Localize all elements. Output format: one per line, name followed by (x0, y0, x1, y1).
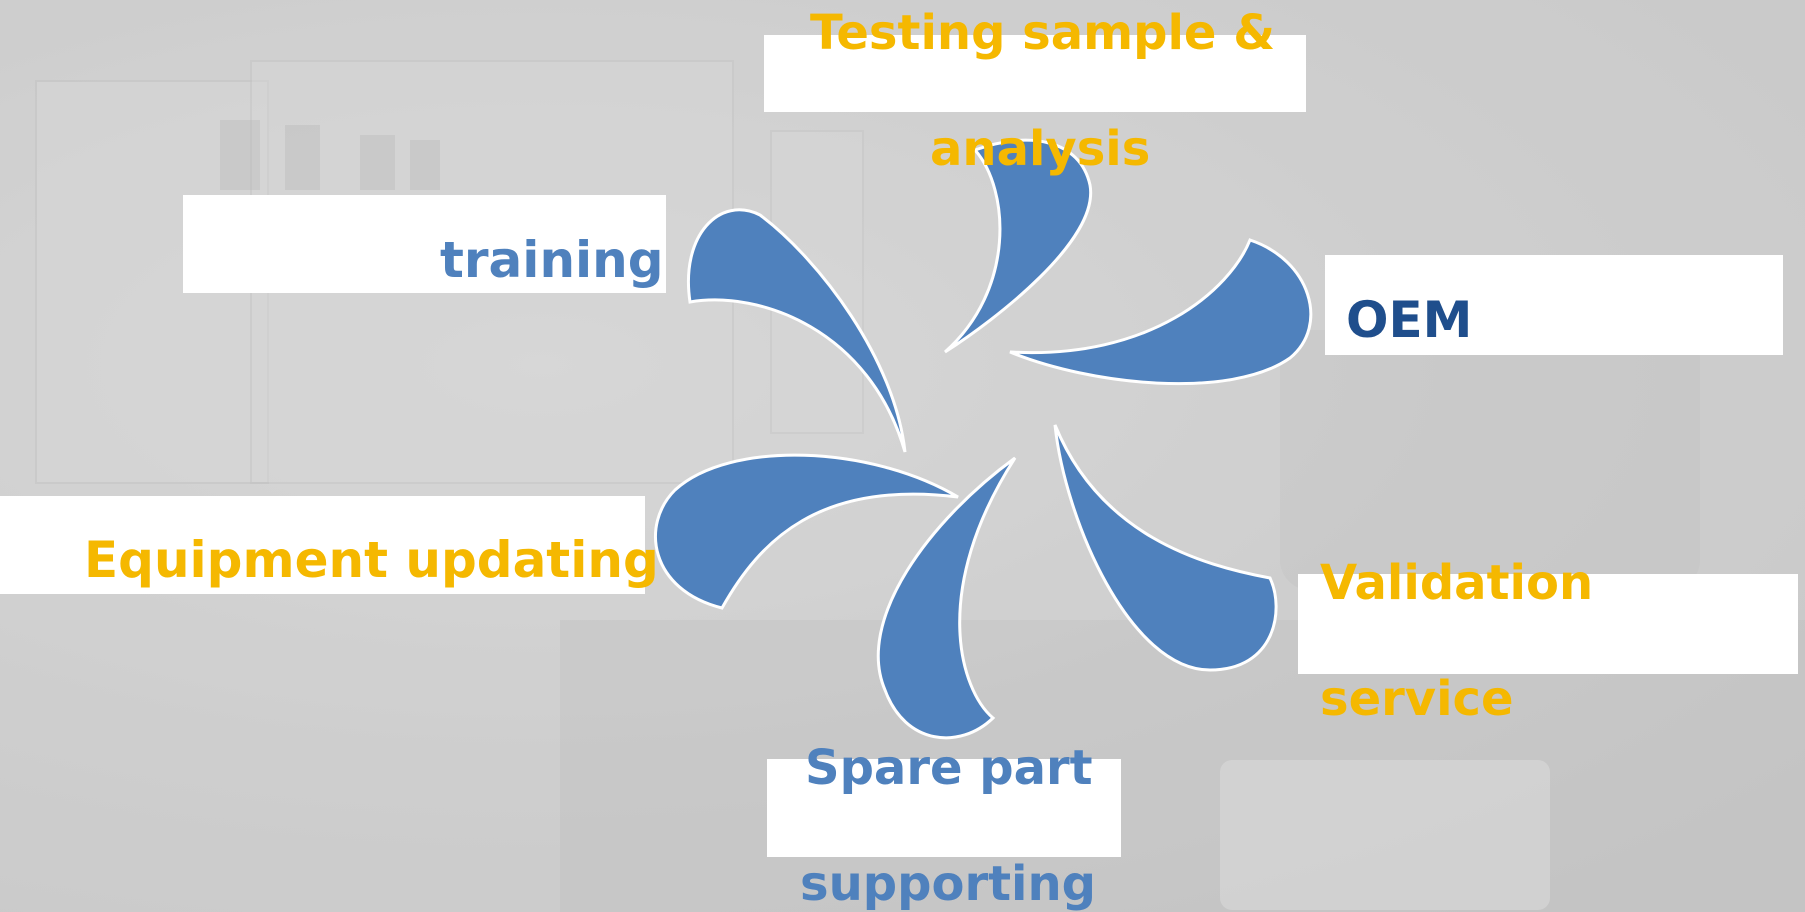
testing-label-line-1: Testing sample & (810, 5, 1276, 61)
validation-label-box (1298, 574, 1798, 674)
petal-upper-right (1009, 238, 1313, 386)
petal-bottom (876, 456, 1017, 740)
petal-lower-left (653, 453, 959, 610)
background-window-2 (285, 125, 320, 190)
training-label-box (183, 195, 666, 293)
equipment-label-box (0, 496, 645, 594)
oem-label: OEM (1346, 291, 1473, 349)
petal-top (944, 138, 1093, 354)
background-window-1 (220, 120, 260, 190)
testing-label-line-2: analysis (930, 121, 1151, 177)
background-equipment-right (1280, 330, 1700, 590)
spare-label-line-1: Spare part (805, 740, 1093, 796)
testing-label-box (764, 35, 1306, 112)
background-window-4 (410, 140, 440, 190)
petal-lower-right (1053, 424, 1278, 672)
background-instrument (1220, 760, 1550, 910)
validation-label-line-2: service (1320, 671, 1514, 727)
background-window-3 (360, 135, 395, 190)
spare-label-line-2: supporting (800, 856, 1097, 912)
training-label: training (440, 231, 664, 289)
petal-upper-left (687, 208, 907, 453)
validation-label-line-1: Validation (1320, 555, 1594, 611)
equipment-label: Equipment updating (84, 531, 659, 589)
spare-label-box (767, 759, 1121, 857)
oem-label-box (1325, 255, 1783, 355)
